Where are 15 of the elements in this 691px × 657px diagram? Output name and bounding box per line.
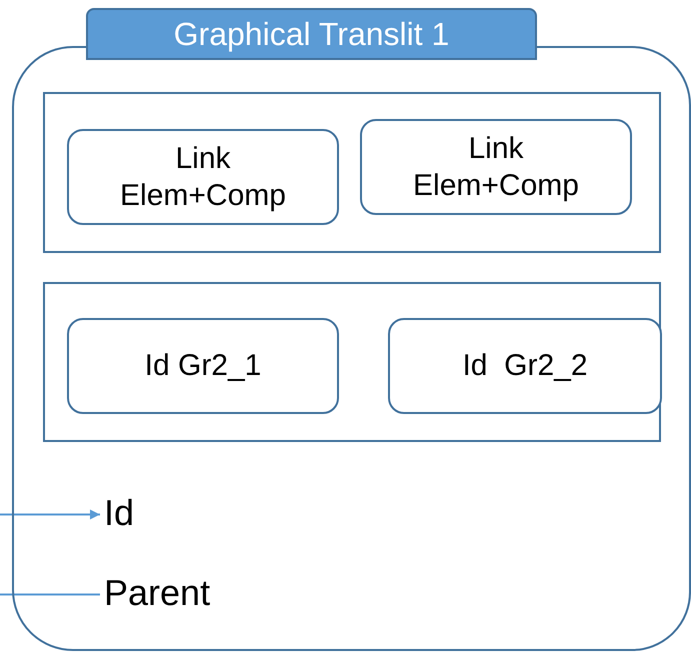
group-box [43,282,661,442]
element-box [388,318,662,414]
connector-line [0,594,100,596]
title-tab: Graphical Translit 1 [86,8,537,60]
port-label: Parent [104,572,210,613]
element-box [360,119,632,215]
element-box [67,129,339,225]
box-label: Id Gr2_2 [462,348,588,384]
element-box [67,318,339,414]
box-label: Link Elem+Comp [119,140,287,214]
port-label: Id [104,492,134,533]
box-label: Link Elem+Comp [412,130,580,204]
group-box [43,92,661,253]
arrow [0,510,100,520]
box-label: Id Gr2_1 [144,348,262,384]
